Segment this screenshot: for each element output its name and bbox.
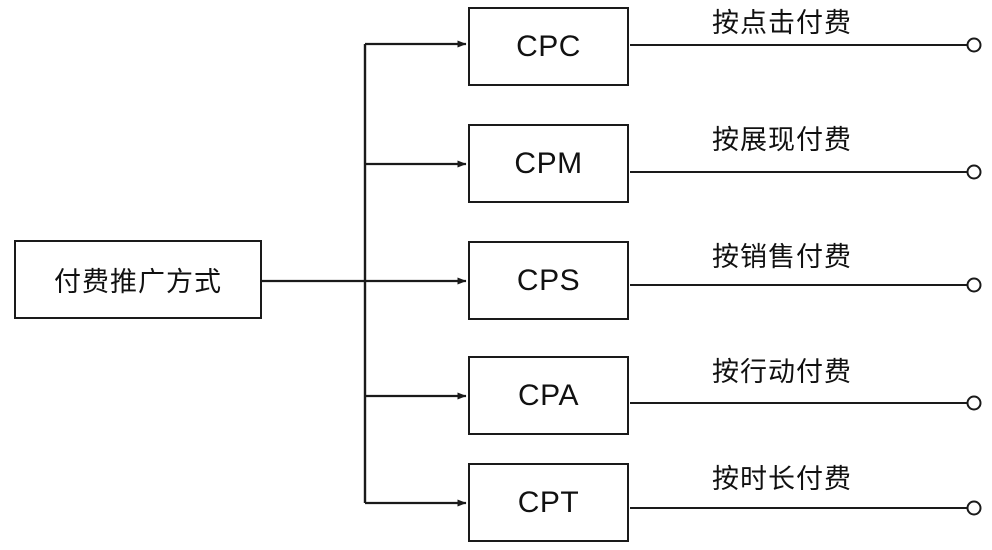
leaf-node-label: CPS [516, 263, 581, 297]
root-node[interactable]: 付费推广方式 [14, 240, 262, 319]
edge-label-cps: 按销售付费 [712, 242, 852, 272]
root-node-label: 付费推广方式 [54, 267, 222, 297]
label-endpoint-cps [966, 277, 982, 293]
label-endpoint-cpt [966, 500, 982, 516]
leaf-node-cpm[interactable]: CPM [468, 124, 629, 203]
label-endpoint-cpa [966, 395, 982, 411]
label-endpoint-cpc [966, 37, 982, 53]
label-endpoint-cpm [966, 164, 982, 180]
leaf-node-label: CPC [516, 29, 581, 63]
leaf-node-label: CPA [518, 378, 579, 412]
edge-label-cpm: 按展现付费 [712, 125, 852, 155]
leaf-node-cpc[interactable]: CPC [468, 7, 629, 86]
edge-label-cpc: 按点击付费 [712, 8, 852, 38]
edge-label-cpa: 按行动付费 [712, 357, 852, 387]
leaf-node-cpt[interactable]: CPT [468, 463, 629, 542]
leaf-node-label: CPT [517, 485, 580, 519]
leaf-node-cps[interactable]: CPS [468, 241, 629, 320]
leaf-node-label: CPM [514, 146, 583, 180]
leaf-node-cpa[interactable]: CPA [468, 356, 629, 435]
edge-label-cpt: 按时长付费 [712, 464, 852, 494]
